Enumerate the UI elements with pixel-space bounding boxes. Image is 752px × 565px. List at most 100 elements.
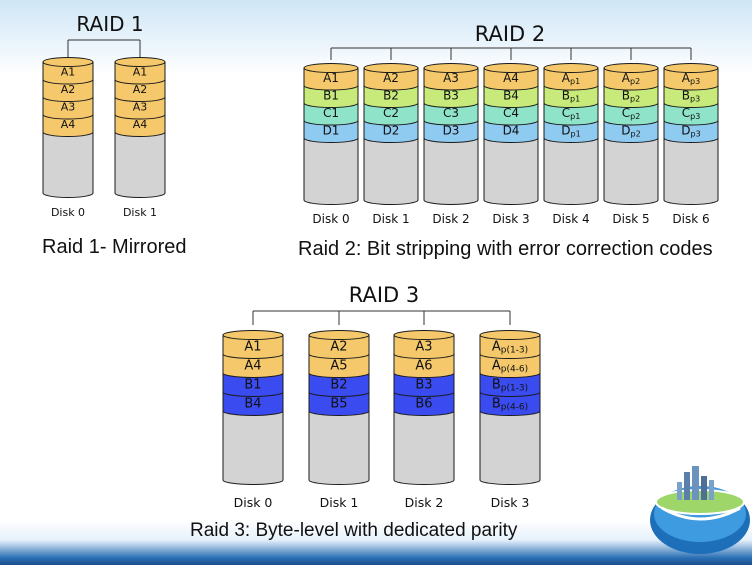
- disk-block: [308, 334, 370, 359]
- block-label: B3: [443, 89, 459, 103]
- raid2-disk-label: Disk 2: [432, 212, 469, 226]
- disk-block: [483, 67, 539, 91]
- block-label: A4: [61, 118, 76, 131]
- block-label: D2: [383, 124, 400, 138]
- raid2-disk-label: Disk 0: [312, 212, 349, 226]
- block-label: A2: [383, 71, 399, 85]
- block-label: B6: [415, 396, 432, 411]
- disk-block: [543, 102, 599, 126]
- block-label: B2: [383, 89, 399, 103]
- disk-block: [663, 102, 719, 126]
- disk-block: [603, 102, 659, 126]
- block-label: D1: [323, 124, 340, 138]
- block-label: C4: [503, 106, 519, 120]
- city-globe-icon: [650, 466, 750, 554]
- block-label: B1: [244, 377, 261, 392]
- block-label: A5: [330, 358, 347, 373]
- block-label: A3: [415, 339, 432, 354]
- raid2-disk-label: Disk 6: [672, 212, 709, 226]
- block-label: Bp(4-6): [492, 396, 528, 412]
- raid2-disk-label: Disk 5: [612, 212, 649, 226]
- block-label: A1: [61, 66, 76, 79]
- block-label: B3: [415, 377, 432, 392]
- block-label: Ap3: [682, 71, 700, 86]
- raid3-disk-label: Disk 0: [234, 495, 273, 510]
- disk-block: [663, 67, 719, 91]
- disk-block: [423, 120, 479, 143]
- disk-block: [222, 334, 284, 359]
- disk-block: [308, 372, 370, 397]
- raid2-disk-label: Disk 1: [372, 212, 409, 226]
- disk-block: [603, 85, 659, 108]
- raid3-disk-label: Disk 2: [405, 495, 444, 510]
- block-label: A3: [443, 71, 459, 85]
- disk-block: [423, 102, 479, 126]
- disk-block: [42, 79, 94, 102]
- block-label: Bp2: [622, 89, 640, 104]
- disk-block: [603, 67, 659, 91]
- disk-block: [42, 96, 94, 120]
- block-label: B2: [330, 377, 347, 392]
- raid1-title: RAID 1: [76, 12, 144, 36]
- disk-block: [363, 67, 419, 91]
- disk-block: [663, 120, 719, 143]
- raid3-disk-label: Disk 1: [320, 495, 359, 510]
- disk-block: [222, 353, 284, 378]
- block-label: D3: [443, 124, 460, 138]
- block-label: A3: [133, 101, 148, 114]
- block-label: Cp3: [682, 106, 701, 121]
- disk-block: [222, 372, 284, 397]
- block-label: A1: [323, 71, 339, 85]
- raid2-caption: Raid 2: Bit stripping with error correct…: [298, 238, 713, 260]
- disk-block: [308, 391, 370, 416]
- disk-block: [114, 79, 166, 102]
- block-label: B1: [323, 89, 339, 103]
- block-label: A2: [330, 339, 347, 354]
- disk-block: [303, 67, 359, 91]
- block-label: Ap1: [562, 71, 580, 86]
- disk-block: [222, 391, 284, 416]
- raid2-disk-label: Disk 4: [552, 212, 589, 226]
- block-label: C3: [443, 106, 459, 120]
- block-label: Dp3: [681, 124, 700, 139]
- block-label: C2: [383, 106, 399, 120]
- block-label: Ap(4-6): [492, 358, 528, 374]
- raid2-connector: [330, 47, 692, 60]
- disk-block: [303, 120, 359, 143]
- disk-block: [114, 61, 166, 85]
- raid1-connector: [67, 39, 141, 58]
- disk-block: [303, 85, 359, 108]
- disk-block: [393, 334, 455, 359]
- disk-block: [479, 353, 541, 378]
- disk-block: [543, 85, 599, 108]
- disk-block: [308, 353, 370, 378]
- disk-block: [543, 67, 599, 91]
- disk-block: [393, 353, 455, 378]
- block-label: Bp1: [562, 89, 580, 104]
- block-label: B4: [244, 396, 261, 411]
- block-label: C1: [323, 106, 339, 120]
- disk-block: [483, 85, 539, 108]
- raid3-caption: Raid 3: Byte-level with dedicated parity: [190, 520, 518, 541]
- disk-block: [42, 61, 94, 85]
- block-label: B5: [330, 396, 347, 411]
- block-label: Ap2: [622, 71, 640, 86]
- raid1-caption: Raid 1- Mirrored: [42, 236, 187, 258]
- block-label: A2: [61, 83, 76, 96]
- disk-block: [483, 102, 539, 126]
- disk-block: [483, 120, 539, 143]
- disk-block: [114, 114, 166, 137]
- disk-block: [663, 85, 719, 108]
- block-label: A4: [503, 71, 519, 85]
